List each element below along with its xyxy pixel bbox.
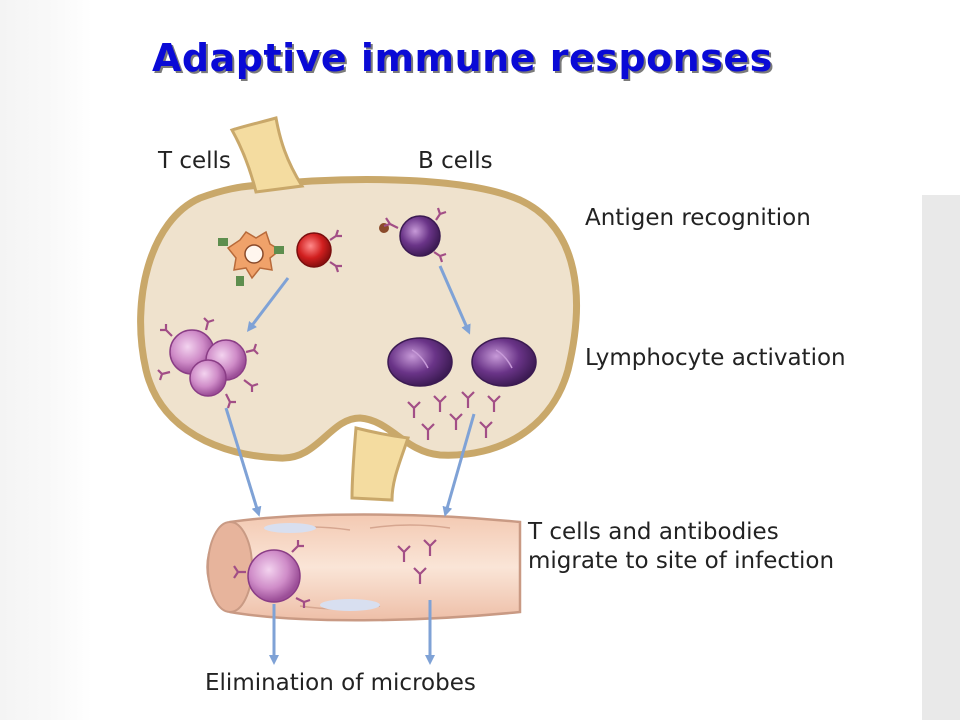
naive-b-cell xyxy=(379,207,447,263)
plasma-cells xyxy=(387,337,537,387)
t-cells-label: T cells xyxy=(158,148,231,174)
flow-arrows xyxy=(224,265,476,665)
left-margin-panel xyxy=(0,0,92,720)
migration-label-line2: migrate to site of infection xyxy=(528,547,835,574)
migration-label: T cells and antibodies migrate to site o… xyxy=(528,518,834,576)
naive-t-cell xyxy=(296,229,342,273)
migration-label-line1: T cells and antibodies xyxy=(528,519,779,545)
slide-title: Adaptive immune responses xyxy=(152,36,773,80)
dendritic-cell xyxy=(218,230,284,286)
afferent-lymphatic-vessel xyxy=(229,116,305,194)
activated-t-cells xyxy=(157,317,259,409)
right-margin-panel xyxy=(922,195,960,720)
arrow-b-migration xyxy=(442,413,476,517)
secreted-antibodies xyxy=(407,391,501,440)
elimination-label: Elimination of microbes xyxy=(205,670,476,696)
b-cells-label: B cells xyxy=(418,148,493,174)
lymphocyte-activation-label: Lymphocyte activation xyxy=(585,345,846,371)
arrow-b-activation xyxy=(438,265,471,335)
vessel-antibodies xyxy=(397,539,437,584)
arrow-t-migration xyxy=(224,407,262,517)
efferent-lymphatic-vessel xyxy=(350,426,411,502)
arrow-t-activation xyxy=(246,277,290,332)
antigen-recognition-label: Antigen recognition xyxy=(585,205,811,231)
effector-t-cell xyxy=(233,540,311,608)
